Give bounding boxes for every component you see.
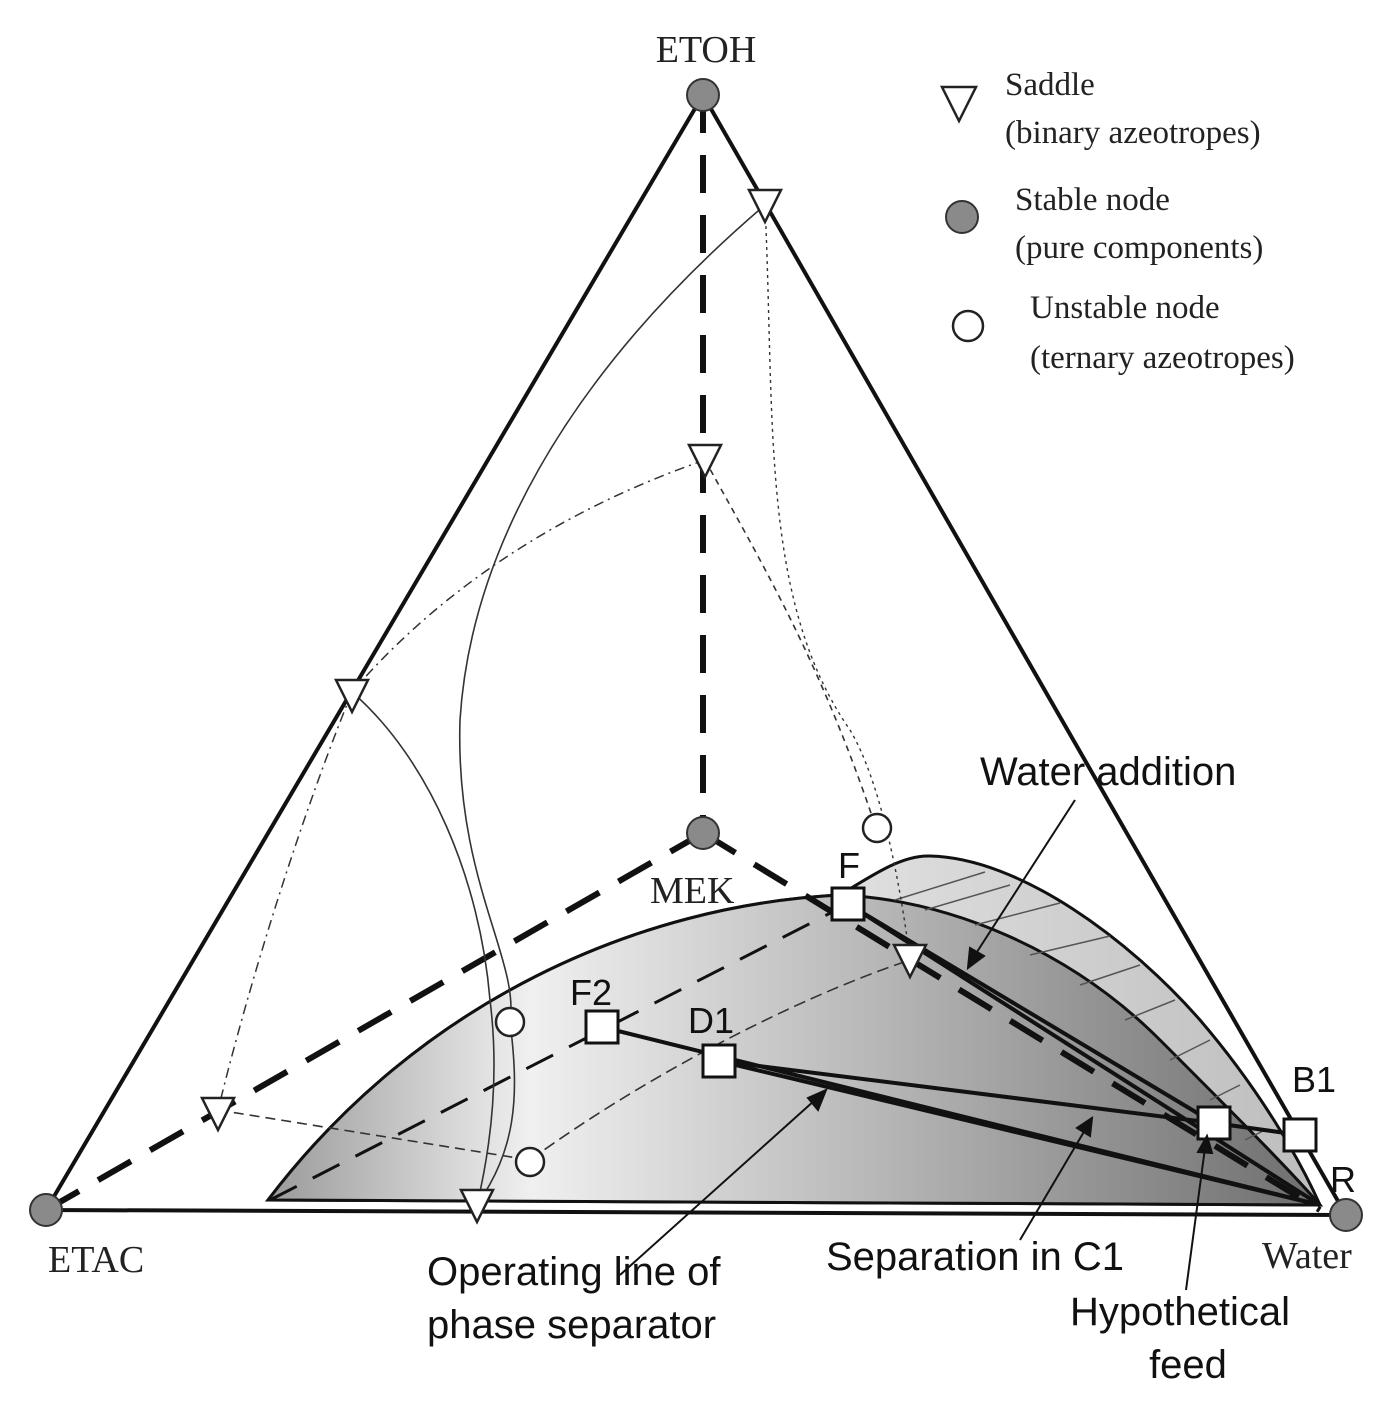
point-F-marker bbox=[830, 886, 866, 922]
point-label-B1: B1 bbox=[1292, 1059, 1336, 1100]
annotation-hypothetical-2: feed bbox=[1149, 1343, 1227, 1387]
annotation-operating-line-2: phase separator bbox=[427, 1303, 716, 1347]
annotation-arrows bbox=[619, 799, 1214, 1291]
point-B1-marker bbox=[1282, 1117, 1318, 1153]
point-F2-marker bbox=[584, 1009, 620, 1045]
vertex-label-etoh: ETOH bbox=[656, 29, 757, 71]
residue-curves bbox=[217, 204, 911, 1206]
legend-saddle-icon bbox=[939, 85, 979, 124]
annotation-water-addition: Water addition bbox=[980, 750, 1236, 794]
legend-saddle-line2: (binary azeotropes) bbox=[1005, 115, 1261, 151]
vertex-label-water: Water bbox=[1262, 1235, 1352, 1277]
inner-binodal-region bbox=[264, 893, 1324, 1207]
legend-unstable-line2: (ternary azeotropes) bbox=[1030, 340, 1295, 376]
stable-node-water bbox=[1329, 1198, 1363, 1232]
legend-unstable-line1: Unstable node bbox=[1030, 290, 1220, 326]
stable-node-etac bbox=[29, 1193, 63, 1227]
unstable-node-3 bbox=[514, 1146, 546, 1178]
legend-saddle-line1: Saddle bbox=[1005, 67, 1095, 103]
annotation-separation: Separation in C1 bbox=[826, 1235, 1124, 1279]
two-liquid-region bbox=[264, 854, 1324, 1207]
process-points bbox=[584, 886, 1318, 1153]
saddle-3 bbox=[333, 678, 371, 715]
stable-nodes bbox=[29, 78, 1363, 1232]
saddles bbox=[199, 188, 929, 1225]
dashed-line-lower bbox=[269, 902, 849, 1202]
saddle-6 bbox=[458, 1188, 496, 1225]
point-label-F2: F2 bbox=[570, 972, 612, 1013]
legend-unstable-node-icon bbox=[951, 309, 985, 343]
vertex-label-etac: ETAC bbox=[48, 1239, 144, 1281]
point-label-R: R bbox=[1330, 1159, 1356, 1200]
saddle-1 bbox=[746, 188, 784, 225]
vertex-label-mek: MEK bbox=[650, 870, 735, 912]
point-label-D1: D1 bbox=[688, 1000, 734, 1041]
legend-stable-line1: Stable node bbox=[1015, 182, 1170, 218]
point-D1-marker bbox=[701, 1043, 737, 1079]
stable-node-mek bbox=[686, 816, 720, 850]
point-label-F: F bbox=[838, 845, 860, 886]
stable-node-etoh bbox=[686, 78, 720, 112]
ternary-triangle bbox=[42, 91, 1350, 1218]
unstable-node-2 bbox=[494, 1006, 526, 1038]
legend: Saddle (binary azeotropes) Stable node (… bbox=[939, 67, 1295, 376]
legend-stable-node-icon bbox=[945, 200, 979, 234]
annotation-operating-line-1: Operating line of bbox=[427, 1250, 721, 1294]
saddle-4 bbox=[891, 943, 929, 980]
annotation-hypothetical-1: Hypothetical bbox=[1070, 1290, 1290, 1334]
point-hypothetical-marker bbox=[1196, 1105, 1232, 1141]
unstable-nodes bbox=[494, 812, 893, 1178]
saddle-2 bbox=[686, 443, 724, 480]
saddle-5 bbox=[199, 1096, 237, 1133]
unstable-node-1 bbox=[861, 812, 893, 844]
legend-stable-line2: (pure components) bbox=[1015, 230, 1263, 266]
